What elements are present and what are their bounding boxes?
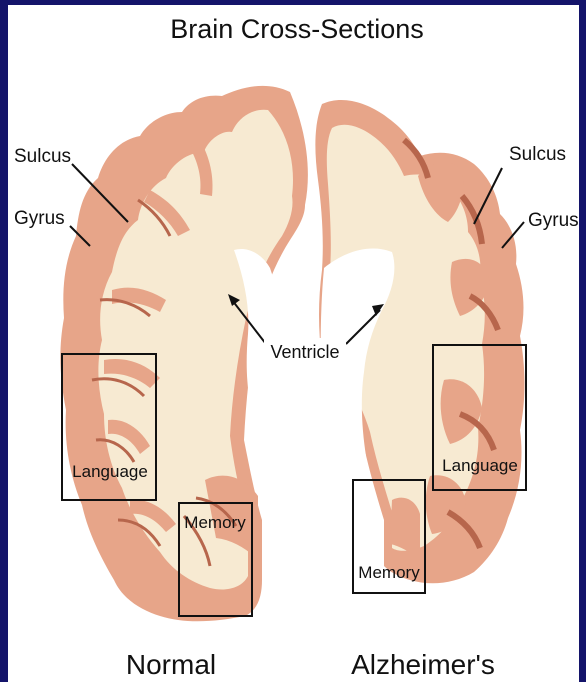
memory-label-alzheimers: Memory (358, 563, 420, 582)
sulcus-label-alzheimers: Sulcus (509, 144, 566, 165)
diagram-title: Brain Cross-Sections (170, 14, 424, 44)
caption-alzheimers: Alzheimer's (351, 649, 495, 680)
memory-label-normal: Memory (184, 513, 246, 532)
gyrus-label-alzheimers: Gyrus (528, 210, 579, 231)
language-label-normal: Language (72, 462, 148, 481)
ventricle-label: Ventricle (270, 342, 339, 362)
language-label-alzheimers: Language (442, 456, 518, 475)
sulcus-label-normal: Sulcus (14, 146, 71, 167)
gyrus-label-normal: Gyrus (14, 208, 65, 229)
caption-normal: Normal (126, 649, 216, 680)
